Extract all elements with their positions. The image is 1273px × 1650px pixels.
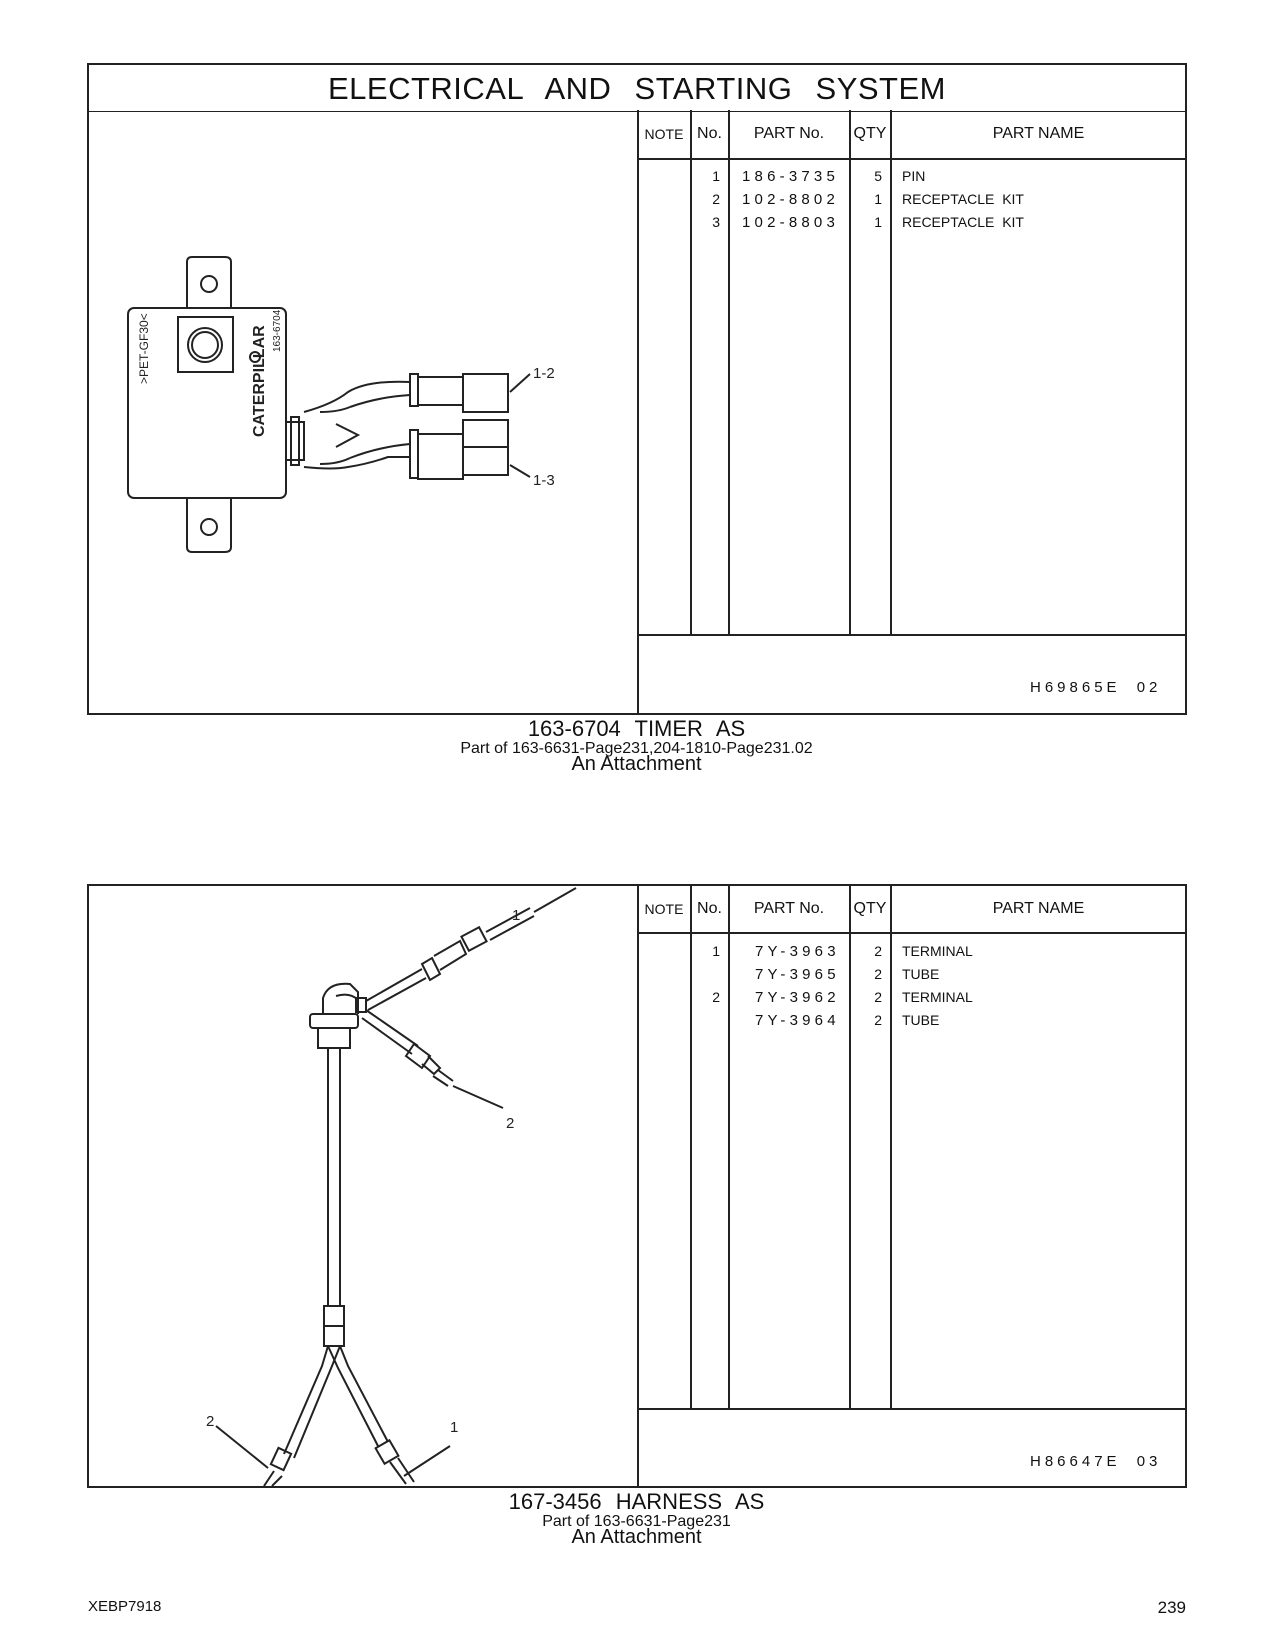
row-name: TERMINAL <box>902 989 973 1005</box>
table-divider <box>890 110 892 634</box>
table-divider <box>690 886 692 1409</box>
row-name: PIN <box>902 168 926 184</box>
header-qty: QTY <box>853 125 887 142</box>
row-part-no: 7Y-3963 <box>755 943 840 960</box>
harness-illustration: 1 2 2 1 <box>206 887 577 1486</box>
table-divider <box>690 110 692 634</box>
row-part-no: 7Y-3964 <box>755 1012 840 1029</box>
row-part-no: 102-8802 <box>742 191 839 208</box>
row-qty: 2 <box>874 1012 882 1028</box>
section-2-frame <box>87 884 1187 1488</box>
header-no: No. <box>697 125 722 142</box>
illustration-code: H69865E 02 <box>1030 679 1162 696</box>
header-part-no: PART No. <box>753 125 825 142</box>
part-label-text: 163-6704 <box>272 309 283 352</box>
row-name: TERMINAL <box>902 943 973 959</box>
table-bottom-rule <box>637 1408 1186 1410</box>
row-qty: 5 <box>874 168 882 184</box>
row-qty: 2 <box>874 966 882 982</box>
row-part-no: 102-8803 <box>742 214 839 231</box>
row-qty: 2 <box>874 943 882 959</box>
table-divider <box>890 886 892 1409</box>
row-no: 2 <box>712 989 720 1005</box>
row-qty: 2 <box>874 989 882 1005</box>
illustration-code: H86647E 03 <box>1030 1453 1162 1470</box>
header-note: NOTE <box>644 126 684 142</box>
header-qty: QTY <box>853 900 887 917</box>
row-name: RECEPTACLE KIT <box>902 214 1024 230</box>
row-no: 3 <box>712 214 720 230</box>
header-no: No. <box>697 900 722 917</box>
callout-2-upper: 2 <box>506 1115 514 1132</box>
row-name: RECEPTACLE KIT <box>902 191 1024 207</box>
callout-1-lower: 1 <box>450 1419 458 1436</box>
caption-part-of: Part of 163-6631-Page231,204-1810-Page23… <box>460 740 813 757</box>
row-name: TUBE <box>902 966 940 982</box>
table-divider <box>728 886 730 1409</box>
page-title: ELECTRICAL AND STARTING SYSTEM <box>89 65 1185 112</box>
row-no: 2 <box>712 191 720 207</box>
callout-1-2: 1-2 <box>533 365 555 382</box>
table-divider <box>849 886 851 1409</box>
row-no: 1 <box>712 168 720 184</box>
table-divider <box>849 110 851 634</box>
table-divider <box>637 886 639 1487</box>
table-divider <box>728 110 730 634</box>
header-note: NOTE <box>644 901 684 917</box>
row-part-no: 186-3735 <box>742 168 839 185</box>
callout-1-3: 1-3 <box>533 472 555 489</box>
table-header-rule <box>637 158 1186 160</box>
header-part-name: PART NAME <box>992 900 1085 917</box>
brand-logo-text: CATERPILLAR <box>251 325 268 437</box>
caption-note: An Attachment <box>571 753 702 775</box>
caption-note: An Attachment <box>571 1526 702 1548</box>
table-divider <box>637 110 639 714</box>
row-qty: 1 <box>874 191 882 207</box>
timer-illustration: >PET-GF30< CATERPILLAR 163-6704 1-2 1-3 <box>127 256 555 553</box>
caption-title: 163-6704 TIMER AS <box>527 716 746 741</box>
page-number: 239 <box>1157 1598 1186 1617</box>
callout-1-upper: 1 <box>512 907 520 924</box>
section-1-frame: ELECTRICAL AND STARTING SYSTEM <box>87 63 1187 715</box>
row-qty: 1 <box>874 214 882 230</box>
caption-title: 167-3456 HARNESS AS <box>508 1489 765 1514</box>
doc-code: XEBP7918 <box>88 1598 162 1615</box>
row-part-no: 7Y-3962 <box>755 989 840 1006</box>
table-header-rule <box>637 932 1186 934</box>
callout-2-lower: 2 <box>206 1413 214 1430</box>
row-part-no: 7Y-3965 <box>755 966 840 983</box>
row-name: TUBE <box>902 1012 940 1028</box>
header-part-name: PART NAME <box>992 125 1085 142</box>
label-text: >PET-GF30< <box>137 313 151 384</box>
caption-part-of: Part of 163-6631-Page231 <box>542 1513 731 1530</box>
header-part-no: PART No. <box>753 900 825 917</box>
row-no: 1 <box>712 943 720 959</box>
table-bottom-rule <box>637 634 1186 636</box>
